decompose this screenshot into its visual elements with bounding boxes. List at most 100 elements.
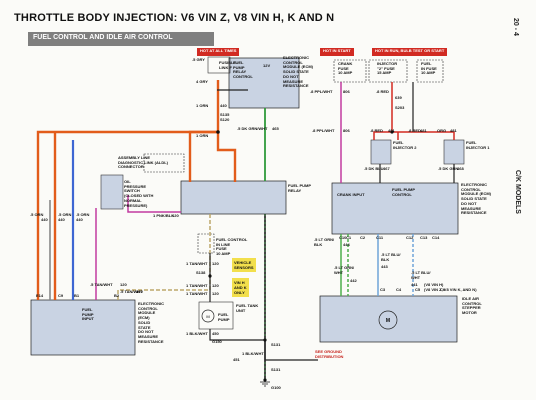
wire-label: 440 (41, 217, 48, 222)
wire-label: .5 ORN (58, 212, 72, 217)
idle-air-control-box (319, 295, 458, 343)
wire-label: .5 DK GRN/WHT (237, 126, 268, 131)
hot-in-start-label: HOT IN START (320, 48, 354, 56)
vehicle-sensors-callout: VEHICLE SENSORS (232, 258, 256, 272)
wire-label: S203 (395, 105, 405, 110)
wire-label: BLK (381, 257, 390, 262)
fuel-fuse-label: FUEL IN FUSE 10 AMP (421, 61, 437, 76)
wire-label: B1 (74, 293, 80, 298)
wire-label: C2 (360, 235, 366, 240)
ecm-right-label: ELECTRONIC CONTROL MODULE (ECM) SOLID ST… (461, 182, 491, 216)
wire-label: 4 GRY (196, 79, 208, 84)
ecm-left-label: ELECTRONIC CONTROL MODULE (ECM) SOLID ST… (138, 301, 164, 344)
wire-label: .8 PPL/WHT (312, 128, 335, 133)
oil-pressure-label: OIL PRESSURE SWITCH (CLOSED WITH NORMAL … (124, 179, 154, 208)
wire-label: C6 (440, 287, 446, 292)
injector-1-label: FUEL INJECTOR 1 (466, 140, 490, 150)
wire-label: 465 (272, 126, 279, 131)
wire-label: .5 TAN/WHT (90, 282, 113, 287)
wire-label: 1 ORN (196, 103, 209, 108)
wire-label: C12 (406, 235, 414, 240)
fuel-pump-control-label: FUEL PUMP CONTROL (392, 187, 416, 197)
wire-label: .5 LT BLU/ (411, 270, 431, 275)
ground-distribution-ref: SEE GROUND DISTRIBUTION (315, 349, 344, 359)
ecm-right-box (331, 182, 459, 235)
wire-label: 451 (233, 357, 240, 362)
wire-label: 1 TAN/WHT (186, 283, 208, 288)
hot-at-all-times-label: HOT AT ALL TIMES (197, 48, 240, 56)
wire-label: 443 (381, 264, 388, 269)
wire-label: 639 (395, 95, 402, 100)
wire-label: BLK (314, 242, 323, 247)
wire-label: 120 (212, 291, 219, 296)
wire-label: .8 RED (370, 128, 383, 133)
wire-label: 1 BLK/WHT (186, 331, 208, 336)
wire-label: 442 (350, 278, 357, 283)
wire-label: 440 (58, 217, 65, 222)
wire-label: (V8 VIN Z, V8 VIN K, AND N) (424, 287, 477, 292)
wire-label: 1 TAN/WHT (186, 261, 208, 266)
wire-label: C9 (58, 293, 64, 298)
wire-label: .5 TAN/WHT (120, 289, 143, 294)
wire-label: .5 ORN (76, 212, 90, 217)
wire-label: 120 (212, 283, 219, 288)
wire-label: 1 PNK/BLK (153, 213, 175, 218)
wire-label: B2 (114, 293, 120, 298)
svg-text:M: M (206, 314, 209, 319)
wire-label: 468 (457, 166, 464, 171)
crank-input-label: CRANK INPUT (337, 192, 365, 197)
wire-label: C5 (415, 287, 421, 292)
ecm-left-box (30, 299, 136, 356)
wire-label: .5 DK BLU (364, 166, 384, 171)
wire-label: 441 (411, 282, 418, 287)
wire-label: C1 (346, 235, 352, 240)
relay-12v-label: 12V (263, 63, 271, 68)
wire-label: .5 LT GRN/ (314, 237, 335, 242)
model-side-label: C/K MODELS (514, 170, 521, 214)
wire-label: 467 (383, 166, 390, 171)
wire-label: .5 DK GRN (438, 166, 459, 171)
idle-air-control-label: IDLE AIR CONTROL STEPPER MOTOR (462, 296, 482, 316)
wire-label: S135 (220, 112, 230, 117)
wire-label: S131 (271, 342, 281, 347)
fusible-link-label: FUSIBLE LINK F (219, 60, 237, 70)
wire-label: C4 (396, 287, 402, 292)
wire-label: 120 (136, 289, 143, 294)
wire-label: 806 (343, 89, 350, 94)
aldl-label: ASSEMBLY LINE DIAGNOSTIC LINK (ALDL) CON… (118, 155, 168, 170)
wire-label: .8 PPL/WHT (310, 89, 333, 94)
wire-label: .5 LT BLU/ (381, 252, 401, 257)
injector-2-label: FUEL INJECTOR 2 (393, 140, 417, 150)
wire-label: 481 (450, 128, 457, 133)
wire-label: WHT (411, 275, 421, 280)
wire-label: 481 (388, 128, 395, 133)
wire-label: G150 (212, 339, 222, 344)
crank-fuse-label: CRANK FUSE 10 AMP (338, 61, 353, 76)
wire-label: S120 (220, 117, 230, 122)
wire-label: (V8 VIN H) (424, 282, 444, 287)
wire-label: ORG (437, 128, 447, 133)
wire-label: 440 (76, 217, 83, 222)
wire-label: 1 BLK/WHT (242, 351, 264, 356)
ecm-relay-control-box (228, 57, 300, 109)
wire-label: 120 (172, 213, 179, 218)
hot-in-run-label: HOT IN RUN, BULB TEST OR START (372, 48, 448, 56)
vin-h-k-only-callout: VIN H AND K ONLY (232, 278, 249, 297)
wire-label: 120 (120, 282, 127, 287)
wire-label: 120 (212, 261, 219, 266)
wire-label: 450 (212, 331, 219, 336)
wire-label: 481 (420, 128, 427, 133)
wire-label: WHT (334, 270, 344, 275)
fuel-pump-relay-label: FUEL PUMP RELAY (288, 183, 312, 193)
wire-label: .5 ORN (30, 212, 44, 217)
wire-label: C10 (339, 235, 347, 240)
fuel-control-inline-label: FUEL CONTROL IN LINE FUSE 10 AMP (216, 237, 248, 257)
wire-label: .5 LT GRN/ (334, 265, 355, 270)
wire-label: C13 (420, 235, 428, 240)
injector-fuse-label: INJECTOR "2" FUSE 15 AMP (377, 61, 398, 76)
wire-label: .5 GRY (192, 57, 205, 62)
wire-label: .8 RED (408, 128, 421, 133)
wire-label: S138 (196, 270, 206, 275)
